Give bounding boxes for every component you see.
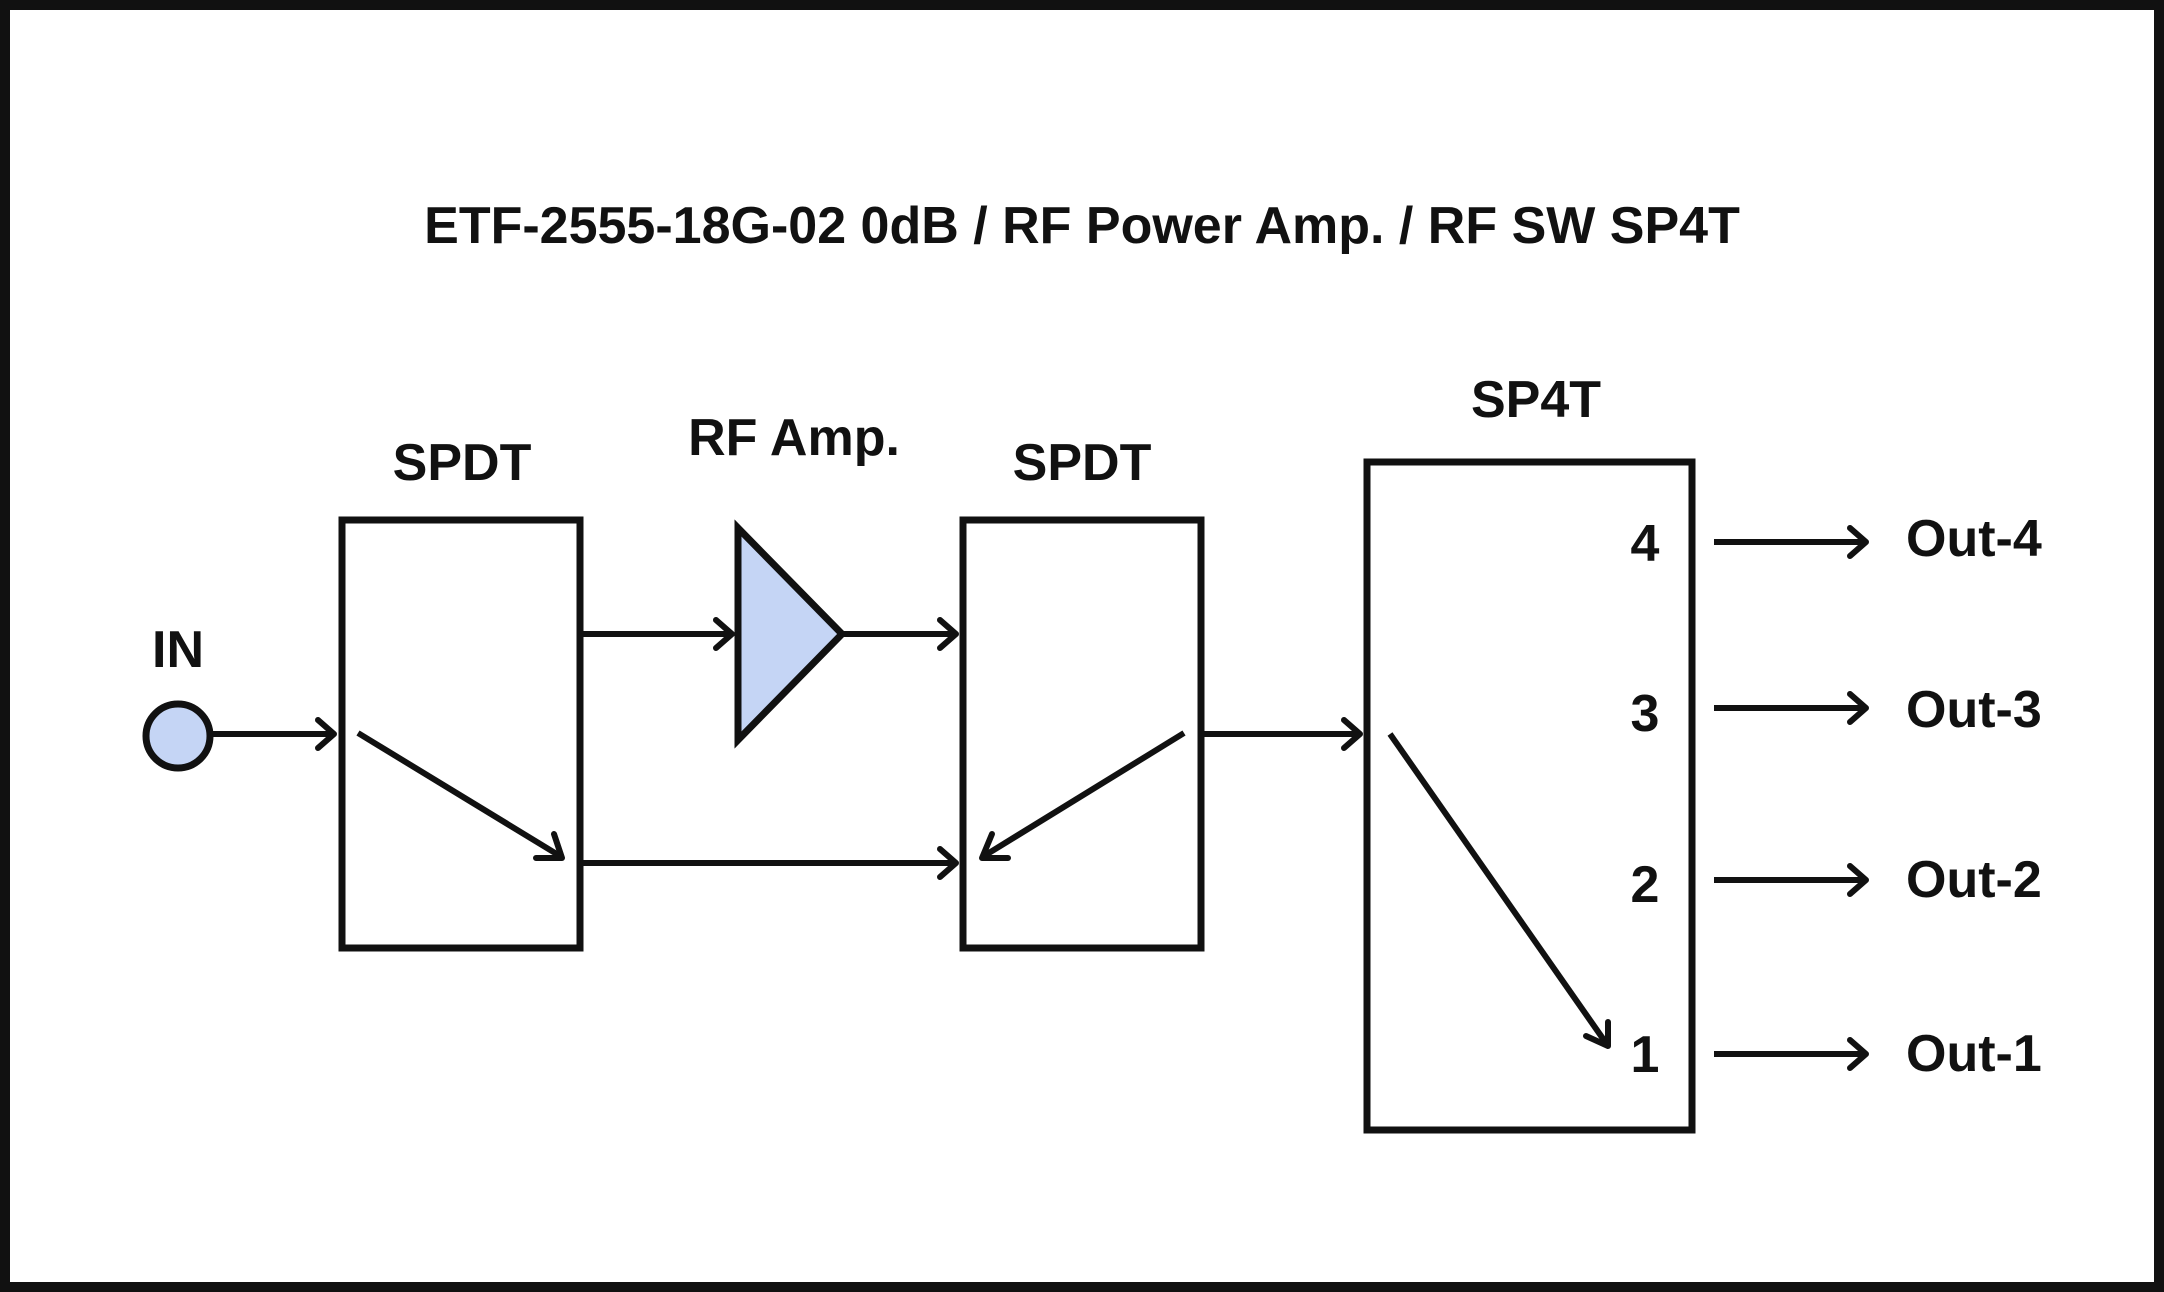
wire-out-3 — [1714, 691, 1869, 725]
sp4t-block — [1363, 458, 1696, 1134]
spdt1-switch-arm-icon — [356, 730, 565, 861]
wire-spdt1-to-amp — [583, 617, 735, 651]
amplifier-icon — [734, 519, 847, 749]
spdt2-block — [959, 516, 1205, 952]
input-port-icon — [142, 700, 214, 772]
sp4t-switch-arm-icon — [1387, 732, 1611, 1049]
input-label: IN — [152, 621, 204, 679]
sp4t-port-2: 2 — [1631, 856, 1660, 914]
output-label-2: Out-2 — [1906, 851, 2042, 909]
wire-in-to-spdt1 — [210, 717, 337, 751]
output-label-3: Out-3 — [1906, 681, 2042, 739]
spdt2-switch-arm-icon — [979, 730, 1186, 861]
amp-label: RF Amp. — [688, 409, 900, 467]
sp4t-port-3: 3 — [1631, 685, 1660, 743]
output-label-1: Out-1 — [1906, 1025, 2042, 1083]
sp4t-port-4: 4 — [1631, 515, 1660, 573]
sp4t-label: SP4T — [1471, 371, 1601, 429]
wire-out-2 — [1714, 863, 1869, 897]
output-label-4: Out-4 — [1906, 510, 2042, 568]
spdt2-label: SPDT — [1013, 434, 1152, 492]
wire-spdt2-to-sp4t — [1204, 717, 1363, 751]
wire-out-4 — [1714, 525, 1869, 559]
wire-bypass — [583, 846, 959, 880]
diagram-title: ETF-2555-18G-02 0dB / RF Power Amp. / RF… — [424, 197, 1740, 255]
wire-amp-to-spdt2 — [842, 617, 959, 651]
wire-out-1 — [1714, 1037, 1869, 1071]
sp4t-port-1: 1 — [1631, 1026, 1660, 1084]
spdt1-label: SPDT — [393, 434, 532, 492]
spdt1-block — [338, 516, 584, 952]
